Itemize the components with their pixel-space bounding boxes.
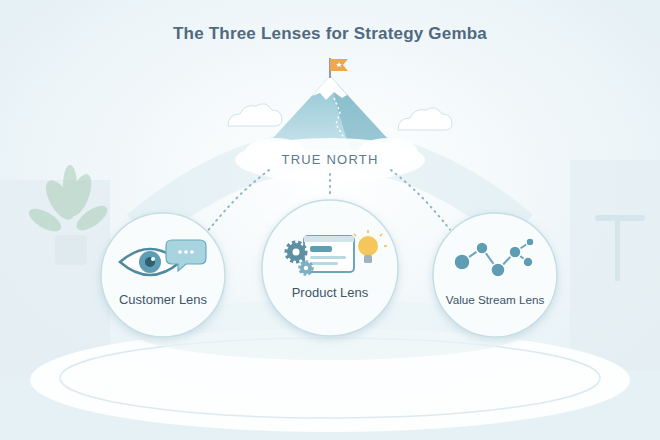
dotted-connector [329, 174, 331, 198]
true-north-label: TRUE NORTH [265, 146, 395, 172]
dotted-connector [391, 170, 450, 230]
dotted-connector [208, 170, 269, 230]
lens-label: Value Stream Lens [446, 293, 545, 306]
lens-circle: Value Stream Lens [433, 213, 557, 337]
lens-label: Product Lens [292, 285, 369, 300]
diagram-title: The Three Lenses for Strategy Gemba [0, 24, 660, 44]
lens-label: Customer Lens [119, 292, 207, 307]
lens-circle: Product Lens [262, 200, 398, 336]
band-label: TRUE NORTH [282, 152, 379, 167]
lens-circle: Customer Lens [101, 213, 225, 337]
